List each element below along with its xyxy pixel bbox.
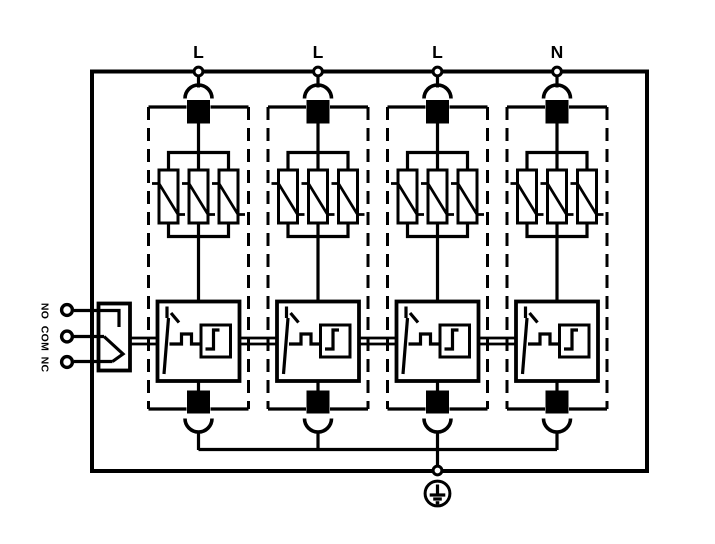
device-enclosure-outline xyxy=(90,69,649,473)
protection-column-3 xyxy=(385,65,490,452)
protection-column-1 xyxy=(146,65,251,452)
remote-label-com: COM xyxy=(39,326,51,351)
protection-column-2 xyxy=(266,65,370,452)
mechanical-linkage-lines xyxy=(130,336,516,346)
terminal-label-n: N xyxy=(551,42,564,62)
terminal-label-l1: L xyxy=(193,42,204,62)
earth-terminal-circle xyxy=(431,464,444,477)
no-terminal-circle xyxy=(59,302,75,318)
nc-terminal-circle xyxy=(59,354,75,370)
remote-label-nc: NC xyxy=(39,357,51,373)
remote-signaling-contact xyxy=(59,301,132,373)
earth-ground-icon xyxy=(423,479,452,508)
terminal-label-l3: L xyxy=(432,42,443,62)
switch-blade-icon xyxy=(102,335,126,363)
no-contact-wire xyxy=(74,308,121,327)
com-terminal-circle xyxy=(59,329,75,344)
terminal-label-l2: L xyxy=(313,42,324,62)
protection-column-4 xyxy=(505,65,609,452)
remote-label-no: NO xyxy=(39,303,51,319)
